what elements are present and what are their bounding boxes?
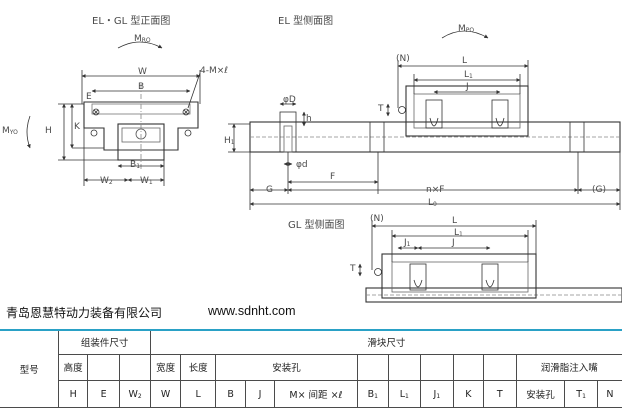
label-nxf: n×F [426,185,445,195]
label-g-paren: (G) [592,185,606,195]
el-side-view-title: EL 型侧面图 [278,16,334,27]
col-t: T [483,380,517,408]
gl-side-view [358,220,622,303]
label-myo: MYO [2,126,18,136]
col-m: M× 间距 ×ℓ [273,380,359,408]
label-h1: H1 [224,136,235,146]
label-mro: MRO [134,34,151,44]
label-phi-d-small: φd [296,160,308,170]
label-n-gl: (N) [370,214,384,224]
moment-mpo-arrow [441,30,489,39]
label-hole-spec: 4-M×ℓ [200,66,228,76]
label-t-el: T [378,104,384,114]
el-side-view [228,30,621,210]
model-header: 型号 [0,329,60,408]
height-header: 高度 [58,353,88,382]
gl-side-view-title: GL 型侧面图 [288,220,345,231]
label-j-gl: J [452,238,455,248]
label-k: K [74,122,80,132]
technical-drawing [26,30,622,303]
col-t1: T1 [564,380,598,408]
front-view-title: EL・GL 型正面图 [92,16,171,27]
label-f: F [330,172,336,182]
mounting-hole-header: 安装孔 [214,353,359,382]
rail-hole-1 [279,111,297,153]
label-n-el: (N) [396,54,410,64]
moment-myo-arrow [26,115,31,149]
front-view [26,41,201,186]
col-b: B [214,380,247,408]
label-mpo: MPO [458,24,475,34]
col-h: H [58,380,88,408]
website-link[interactable]: www.sdnht.com [208,304,296,318]
label-j-el: J [466,82,469,92]
label-w1: W1 [140,176,153,186]
label-t-gl: T [350,264,356,274]
label-l0: L0 [428,198,437,208]
label-l-gl: L [452,216,458,226]
col-b1: B1 [357,380,389,408]
label-b: B [138,82,145,92]
width-header: 宽度 [149,353,182,382]
label-h-small: h [306,114,312,124]
col-e: E [86,380,121,408]
moment-mro-arrow [117,41,163,49]
col-j: J [245,380,275,408]
label-j1-gl: J1 [404,238,411,248]
col-j1: J1 [420,380,454,408]
label-phi-d-large: φD [283,95,296,105]
label-l1-el: L1 [464,70,473,80]
label-w: W [138,67,147,77]
label-b1: B1 [130,160,141,170]
block-dims-header: 滑块尺寸 [149,328,622,355]
col-w: W [149,380,182,408]
bolt-hole-right [182,108,190,116]
col-k: K [452,380,485,408]
label-h: H [45,126,52,136]
col-mounting-hole: 安装孔 [515,380,566,408]
spec-table: 型号 组装件尺寸 滑块尺寸 高度 宽度 长度 安装孔 润滑脂注入嘴 H E W2… [0,328,622,408]
grease-nipple-gl [374,268,382,276]
assembly-dims-header: 组装件尺寸 [58,328,151,355]
col-w2: W2 [119,380,151,408]
length-header: 长度 [180,353,216,382]
label-w2: W2 [100,176,113,186]
col-l: L [180,380,216,408]
gl-carriage [381,253,537,299]
label-l-el: L [462,56,468,66]
carriage-outline [83,101,199,151]
label-e: E [86,92,92,102]
col-n: N [596,380,622,408]
col-l1: L1 [387,380,422,408]
label-l1-gl: L1 [454,228,463,238]
el-carriage [405,85,529,137]
label-g: G [266,185,273,195]
company-name: 青岛恩慧特动力装备有限公司 [6,306,163,320]
bolt-hole-left [92,108,100,116]
grease-nipple-header: 润滑脂注入嘴 [515,353,622,382]
grease-nipple-el [398,106,406,114]
